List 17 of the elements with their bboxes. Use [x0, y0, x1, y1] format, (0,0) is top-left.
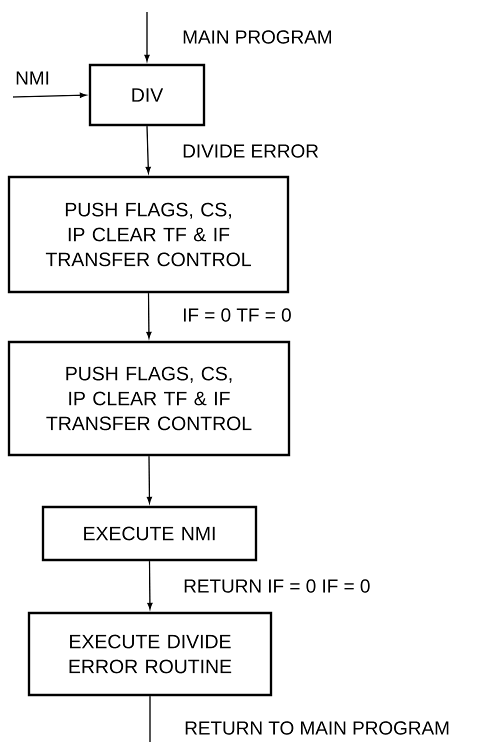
arrow — [146, 456, 152, 504]
process-box: PUSH FLAGS, CS, IP CLEAR TF & IF TRANSFER CONTROL — [8, 340, 290, 456]
process-box: DIV — [88, 64, 206, 126]
edge-label: MAIN PROGRAM — [181, 29, 334, 45]
edge-label: IF = 0 TF = 0 — [181, 307, 293, 323]
edge-label: RETURN TO MAIN PROGRAM — [183, 720, 451, 736]
edge-label: RETURN IF = 0 IF = 0 — [182, 578, 372, 594]
arrow — [146, 126, 151, 174]
edge-label: NMI — [14, 70, 51, 86]
process-box: EXECUTE NMI — [42, 506, 258, 562]
arrow — [147, 561, 152, 610]
edge-label: DIVIDE ERROR — [181, 143, 320, 159]
arrow — [144, 12, 150, 62]
arrow — [12, 92, 86, 98]
arrow — [146, 293, 152, 338]
process-box: PUSH FLAGS, CS, IP CLEAR TF & IF TRANSFER CONTROL — [8, 176, 290, 294]
process-box: EXECUTE DIVIDE ERROR ROUTINE — [28, 612, 272, 696]
